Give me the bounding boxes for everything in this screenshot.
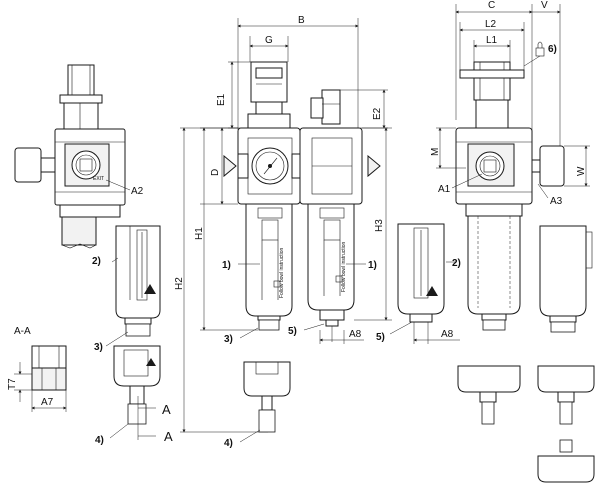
label-l2: L2 xyxy=(485,19,497,30)
label-b: B xyxy=(298,15,305,26)
right-side-view: C V L2 L1 6) xyxy=(430,0,590,331)
left-drain-detail: A A 4) xyxy=(95,345,173,446)
label-c: C xyxy=(488,0,495,11)
callout-5-right: 5) xyxy=(376,332,385,343)
label-section-aa: A-A xyxy=(14,326,31,337)
right-lower-details xyxy=(457,365,595,483)
label-a2: A2 xyxy=(131,186,144,197)
label-h2: H2 xyxy=(174,277,185,290)
section-mark-a-upper: A xyxy=(162,402,171,417)
callout-4-mid: 4) xyxy=(224,438,233,449)
label-e1: E1 xyxy=(216,93,227,106)
callout-3-left: 3) xyxy=(94,342,103,353)
callout-6: 6) xyxy=(548,44,557,55)
label-h1: H1 xyxy=(194,227,205,240)
callout-3-mid: 3) xyxy=(224,334,233,345)
label-t7: T7 xyxy=(7,378,18,390)
section-a-a: A-A T7 A7 xyxy=(7,326,67,412)
label-l1: L1 xyxy=(486,35,498,46)
far-right-bowl-detail xyxy=(539,225,593,333)
label-h3: H3 xyxy=(374,219,385,232)
label-v: V xyxy=(541,0,548,11)
exit-label: EXIT xyxy=(93,176,104,182)
label-a8-right: A8 xyxy=(441,329,454,340)
left-bowl-detail: 2) 3) xyxy=(92,225,161,353)
label-a7: A7 xyxy=(41,397,54,408)
bowl-text-left: Follow bowl instruction xyxy=(279,247,285,298)
mid-right-bowl-detail: 2) 5) A8 xyxy=(376,223,461,344)
label-g: G xyxy=(265,35,273,46)
callout-1-right: 1) xyxy=(368,260,377,271)
left-side-view: EXIT A2 xyxy=(14,64,144,249)
label-a3: A3 xyxy=(550,196,563,207)
callout-5-mid: 5) xyxy=(288,326,297,337)
callout-1-left: 1) xyxy=(222,260,231,271)
label-d: D xyxy=(210,169,221,176)
callout-2-mid: 2) xyxy=(452,258,461,269)
label-w: W xyxy=(576,166,587,176)
label-e2: E2 xyxy=(372,107,383,120)
center-front-view: B G E1 E2 xyxy=(174,15,392,433)
label-a1: A1 xyxy=(438,184,451,195)
center-drain-detail: 4) xyxy=(224,361,291,449)
label-a8-mid: A8 xyxy=(349,329,362,340)
bowl-text-right: Follow bowl instruction xyxy=(341,241,347,292)
section-mark-a-lower: A xyxy=(164,429,173,444)
callout-4-left: 4) xyxy=(95,435,104,446)
callout-2-left: 2) xyxy=(92,256,101,267)
label-m: M xyxy=(430,148,441,156)
